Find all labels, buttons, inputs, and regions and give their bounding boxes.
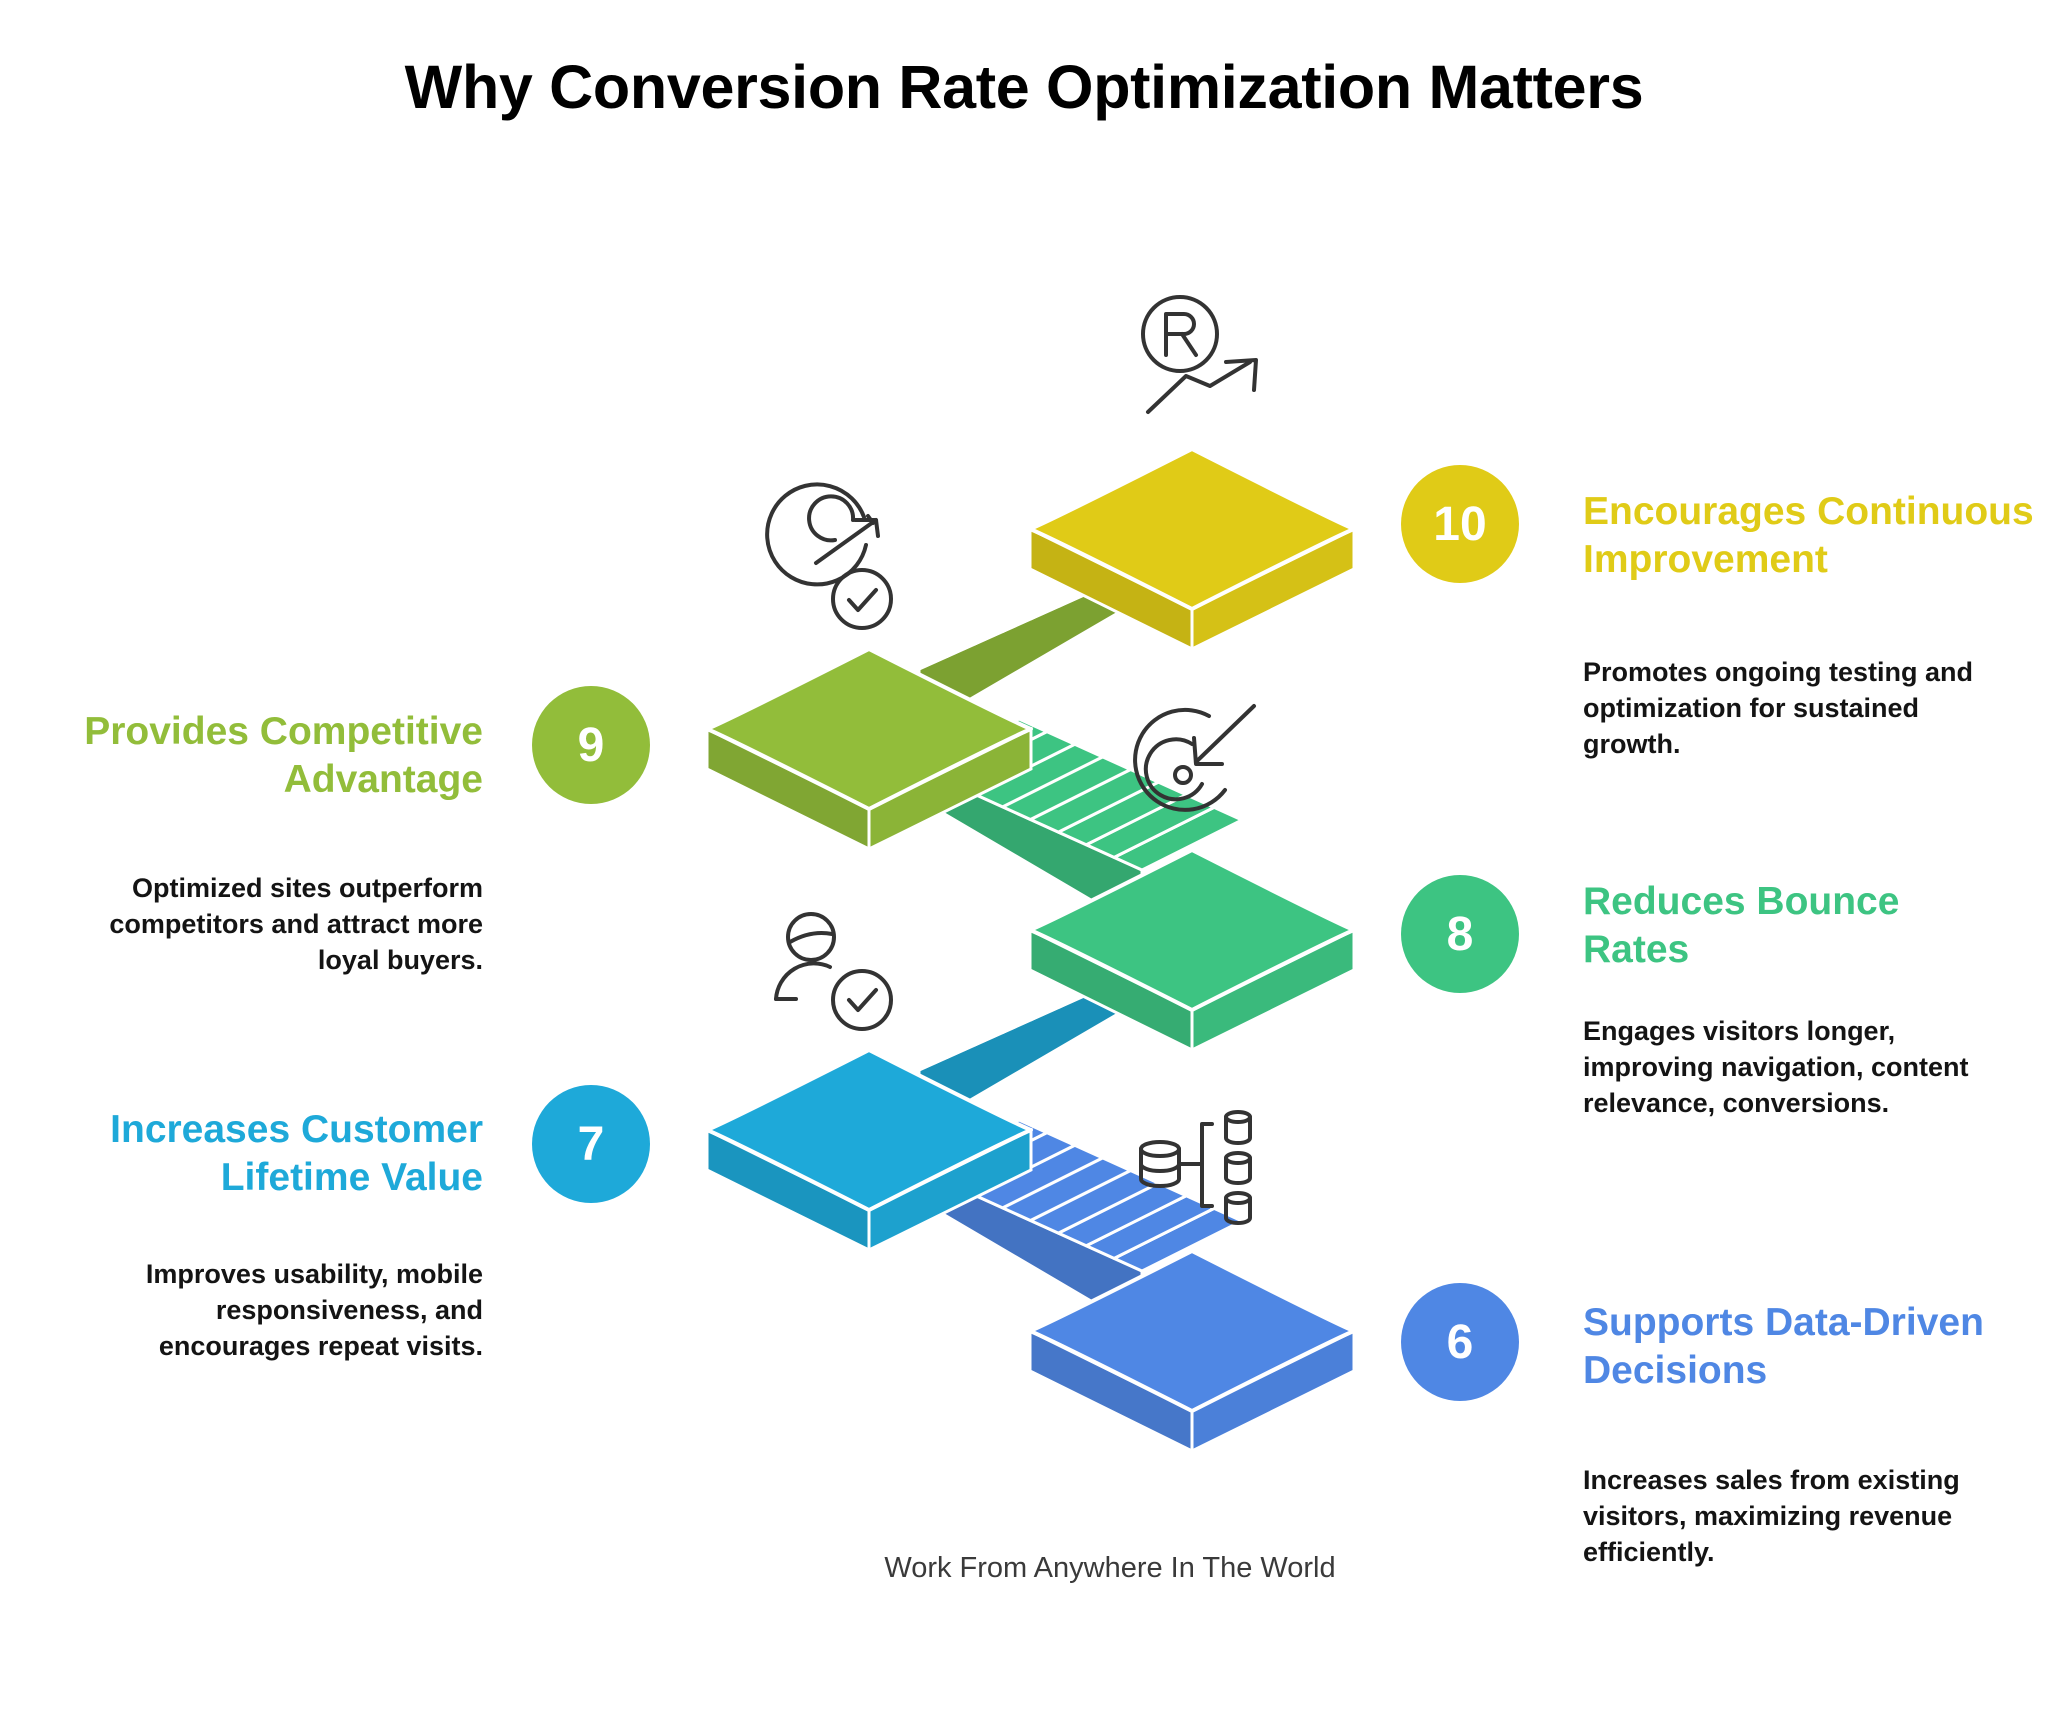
step-6-badge: 6 <box>1401 1283 1519 1401</box>
step-10-badge: 10 <box>1401 465 1519 583</box>
platform-8-top-face <box>1028 848 1356 1012</box>
platform-7 <box>705 1048 1033 1253</box>
step-7-badge: 7 <box>532 1085 650 1203</box>
platform-10 <box>1028 447 1356 652</box>
platform-6 <box>1028 1249 1356 1454</box>
target-arrow-in-icon <box>1133 704 1256 812</box>
footer-text: Work From Anywhere In The World <box>884 1552 1336 1584</box>
step-8-description: Engages visitors longer,improving naviga… <box>1583 1016 1969 1118</box>
registered-growth-icon <box>1141 295 1258 414</box>
platform-9 <box>705 647 1033 852</box>
stairs-6-7 <box>917 1118 1244 1334</box>
user-check-icon <box>774 912 893 1031</box>
platform-6-top-face <box>1028 1249 1356 1413</box>
page-title: Why Conversion Rate Optimization Matters <box>404 53 1644 121</box>
platform-9-top-face <box>705 647 1033 811</box>
platform-10-top-face <box>1028 447 1356 611</box>
step-8-badge: 8 <box>1401 875 1519 993</box>
target-check-icon <box>765 482 893 630</box>
platform-8 <box>1028 848 1356 1053</box>
step-9-badge: 9 <box>532 686 650 804</box>
database-hierarchy-icon <box>1139 1110 1252 1225</box>
platform-7-top-face <box>705 1048 1033 1212</box>
